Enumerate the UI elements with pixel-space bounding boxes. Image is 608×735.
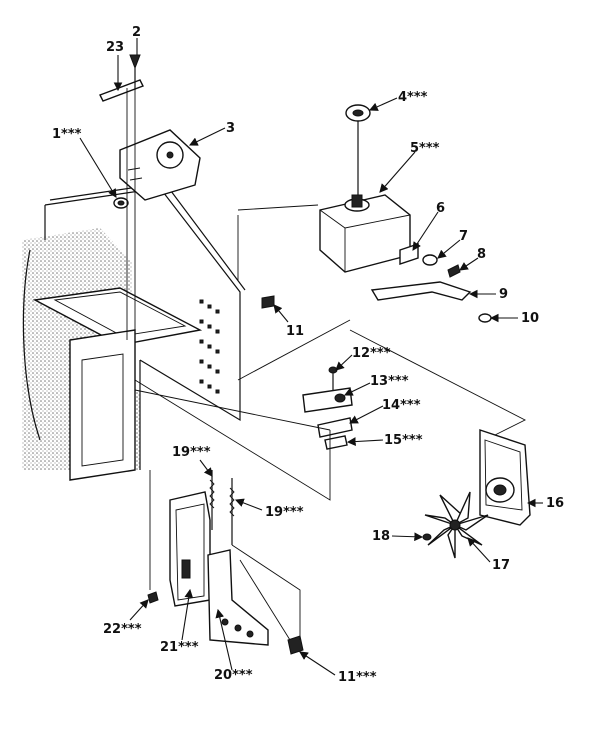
callout-9: 9 [499, 287, 508, 302]
part-12-screw [328, 366, 338, 393]
part-19-rod-right [229, 478, 235, 545]
callout-10: 10 [521, 311, 539, 326]
part-18-nut [422, 533, 432, 541]
callout-7: 7 [459, 229, 468, 244]
part-10-washer [478, 313, 492, 323]
callout-labels: 23 2 3 1*** 4*** 5*** 6 7 8 9 10 11 12**… [52, 25, 564, 685]
callout-18: 18 [372, 529, 390, 544]
part-15-clip [324, 435, 348, 450]
callout-3: 3 [226, 121, 235, 136]
part-7-bushing [422, 254, 438, 266]
callout-14: 14*** [382, 398, 421, 413]
part-13-bracket [302, 387, 353, 413]
callout-2: 2 [132, 25, 141, 40]
callout-4: 4*** [398, 90, 428, 105]
callout-21: 21*** [160, 640, 199, 655]
callout-5: 5*** [410, 141, 440, 156]
part-21-latch-bracket [169, 491, 211, 607]
part-11b-screw [287, 635, 304, 655]
callout-17: 17 [492, 558, 510, 573]
part-22-screw [147, 591, 159, 604]
vent-holes [199, 299, 220, 394]
oven-cavity-chassis [22, 182, 246, 481]
callout-16: 16 [546, 496, 564, 511]
part-3-timer-assembly [119, 129, 201, 201]
callout-19-left: 19*** [172, 445, 211, 460]
callout-15: 15*** [384, 433, 423, 448]
leader-lines [79, 38, 543, 676]
part-9-lever [370, 281, 472, 301]
callout-11b: 11*** [338, 670, 377, 685]
callout-8: 8 [477, 247, 486, 262]
callout-23: 23 [106, 40, 124, 55]
part-17-fan-blade [424, 491, 489, 559]
callout-13: 13*** [370, 374, 409, 389]
part-2-screw [129, 54, 141, 90]
part-4-gear [345, 104, 371, 195]
part-19-rod-left [209, 470, 215, 530]
callout-1: 1*** [52, 127, 82, 142]
callout-12: 12*** [352, 346, 391, 361]
assembly-guide-lines [126, 88, 526, 641]
part-14-plate [317, 417, 353, 438]
part-20-latch-plate [207, 549, 269, 646]
part-16-fan-motor-bracket [479, 429, 531, 526]
part-1-knob [113, 197, 129, 209]
callout-22: 22*** [103, 622, 142, 637]
part-11-screw [261, 295, 275, 309]
part-5-motor-assembly [319, 194, 411, 273]
part-23-pin [99, 79, 144, 102]
callout-6: 6 [436, 201, 445, 216]
part-8-clip [447, 264, 461, 278]
callout-19-right: 19*** [265, 505, 304, 520]
callout-11: 11 [286, 324, 304, 339]
callout-20: 20*** [214, 668, 253, 683]
